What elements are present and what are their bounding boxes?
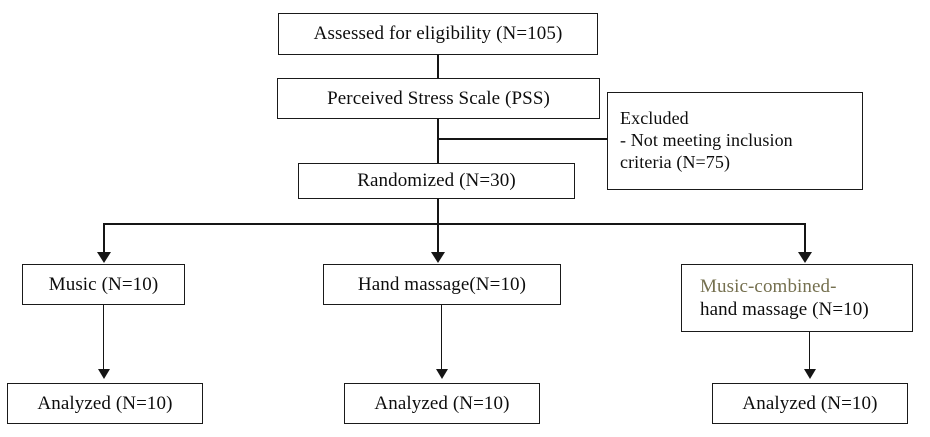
connector-combined-to-analyzed [809,332,811,371]
node-assessed-for-eligibility: Assessed for eligibility (N=105) [278,13,598,55]
node-excluded-line-1: Excluded [620,108,689,129]
connector-randomized-to-hand-massage [437,223,439,254]
node-arm-music: Music (N=10) [22,264,185,305]
connector-randomized-to-combined [804,223,806,254]
connector-randomized-trunk [437,199,439,224]
node-analyzed-hand-massage-label: Analyzed (N=10) [374,392,510,414]
node-excluded-line-2: - Not meeting inclusion [620,130,793,151]
node-randomized-label: Randomized (N=30) [357,170,516,192]
connector-assessed-to-pss [437,55,439,78]
node-analyzed-music-label: Analyzed (N=10) [37,392,173,414]
connector-pss-to-randomized [437,119,439,164]
node-excluded: Excluded - Not meeting inclusion criteri… [607,92,863,190]
node-analyzed-combined: Analyzed (N=10) [712,383,908,424]
arrowhead-to-music [97,252,111,263]
node-arm-hand-massage: Hand massage(N=10) [323,264,561,305]
node-arm-combined: Music-combined- hand massage (N=10) [681,264,913,332]
connector-music-to-analyzed [103,305,105,371]
node-perceived-stress-scale: Perceived Stress Scale (PSS) [277,78,600,119]
node-arm-music-label: Music (N=10) [48,273,159,295]
connector-randomized-split-bar [103,223,805,225]
arrowhead-to-combined [798,252,812,263]
node-pss-label: Perceived Stress Scale (PSS) [327,87,550,109]
arrowhead-hand-massage-to-analyzed [436,369,448,379]
node-arm-hand-massage-label: Hand massage(N=10) [357,273,527,295]
connector-hand-massage-to-analyzed [441,305,443,371]
node-analyzed-music: Analyzed (N=10) [7,383,203,424]
connector-randomized-to-music [103,223,105,254]
arrowhead-music-to-analyzed [98,369,110,379]
arrowhead-to-hand-massage [431,252,445,263]
connector-pss-to-excluded [437,138,608,140]
node-arm-combined-line-2: hand massage (N=10) [700,299,869,320]
node-analyzed-hand-massage: Analyzed (N=10) [344,383,540,424]
node-excluded-line-3: criteria (N=75) [620,151,731,172]
arrowhead-combined-to-analyzed [804,369,816,379]
node-randomized: Randomized (N=30) [298,163,575,199]
node-analyzed-combined-label: Analyzed (N=10) [742,392,878,414]
node-assessed-label: Assessed for eligibility (N=105) [313,23,563,45]
node-arm-combined-line-1: Music-combined- [700,275,837,297]
